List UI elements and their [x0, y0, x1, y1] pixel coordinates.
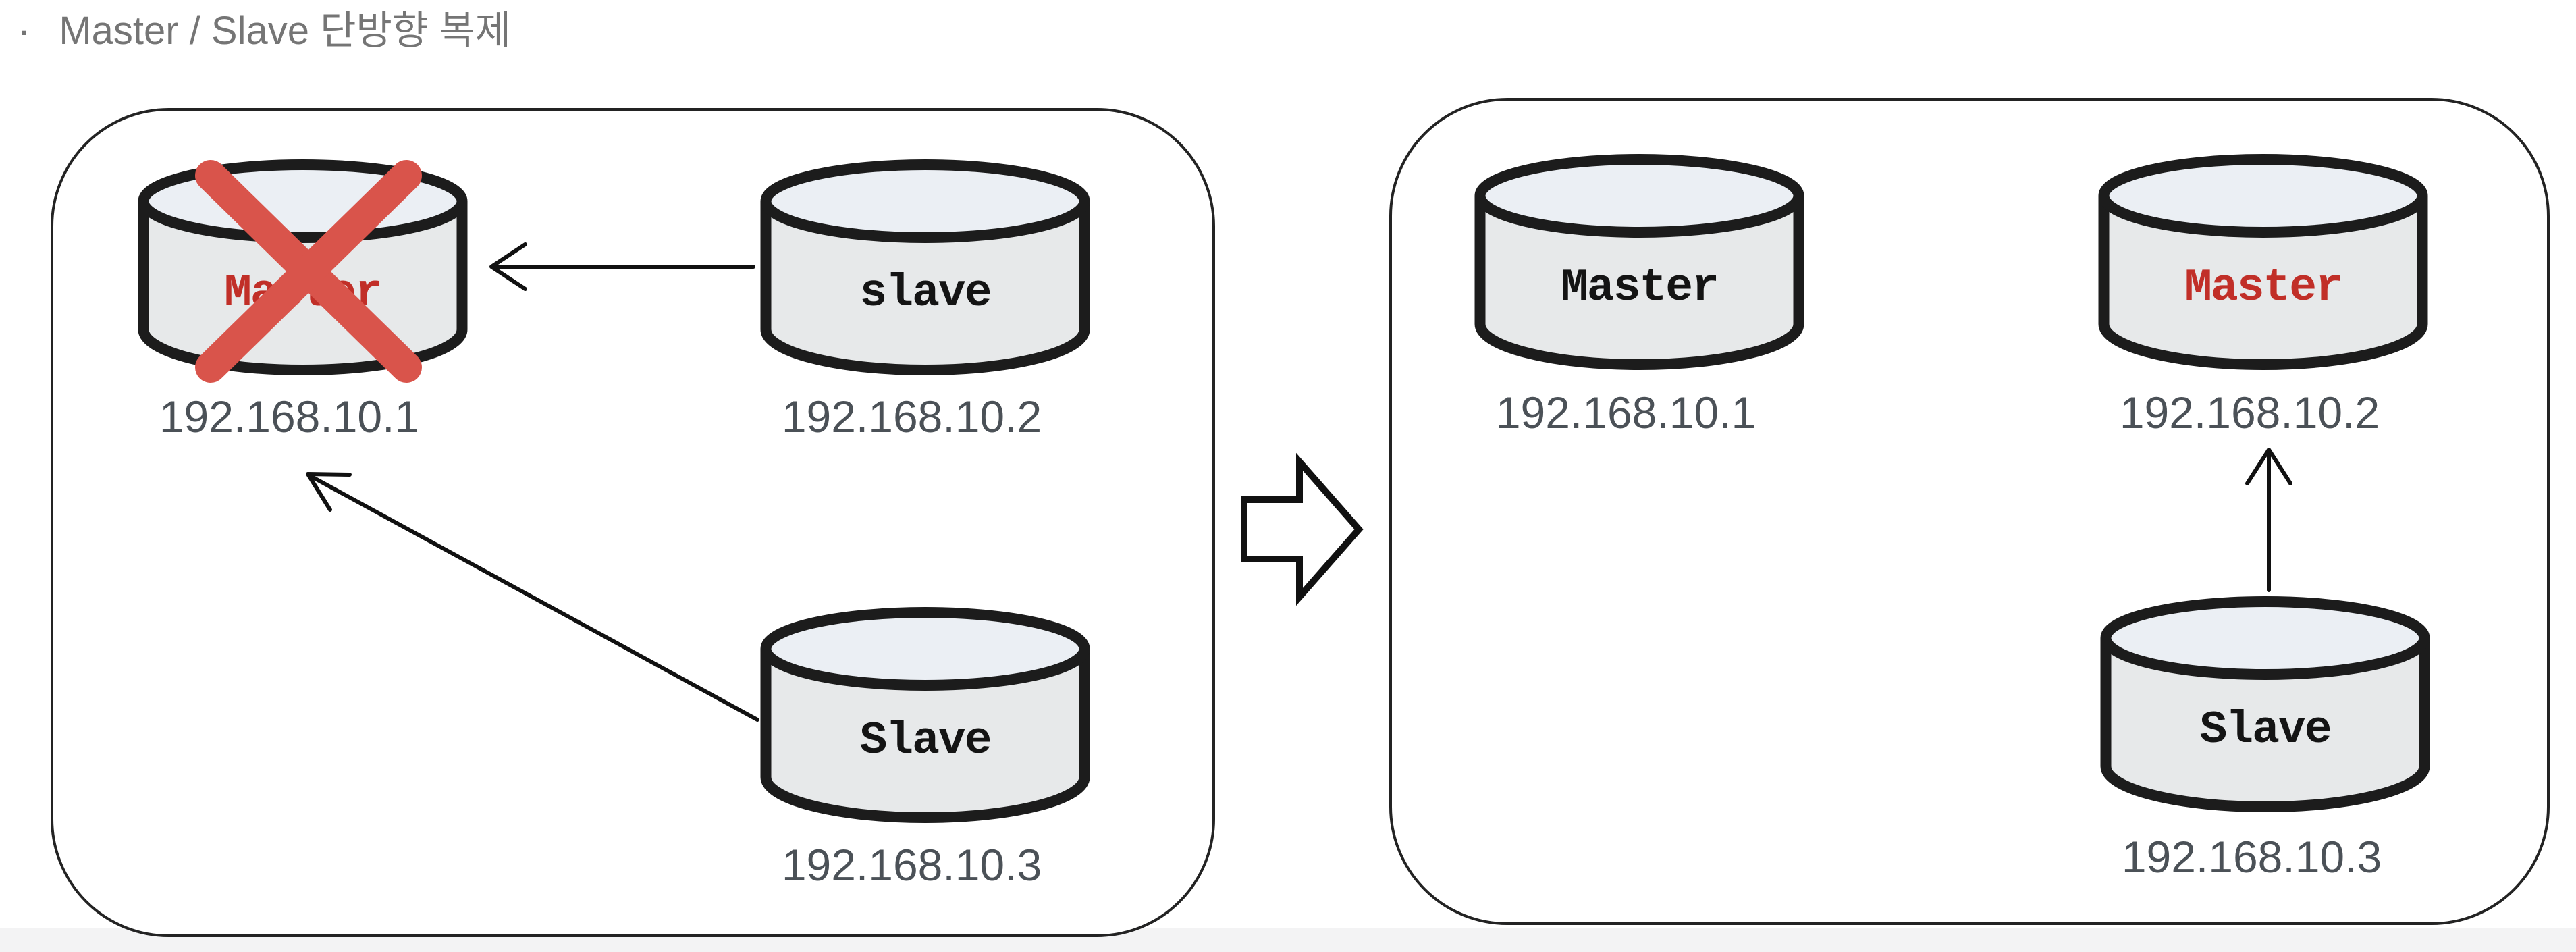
ip-address-label: 192.168.10.3: [2121, 832, 2382, 882]
database-cylinder-icon: [760, 607, 1090, 823]
cross-out-icon: [195, 160, 422, 383]
title-text: Master / Slave 단방향 복제: [59, 9, 512, 53]
db-label: Slave: [2199, 704, 2332, 756]
database-cylinder-icon: [2100, 596, 2430, 812]
failover-transition-arrow-icon: [1241, 452, 1364, 606]
db-node-slave1: slave: [755, 155, 1096, 381]
title-bullet: ·: [18, 9, 31, 53]
db-label: Master: [2184, 262, 2343, 314]
page-title: · Master / Slave 단방향 복제: [18, 7, 511, 55]
ip-address-label: 192.168.10.1: [1495, 388, 1756, 438]
ip-address-label: 192.168.10.3: [781, 840, 1042, 890]
db-node-after-slave: Slave: [2095, 592, 2436, 818]
database-cylinder-icon: [2098, 154, 2428, 370]
db-node-old-master: Master: [1469, 150, 1810, 376]
database-cylinder-icon: [760, 159, 1090, 375]
db-node-new-master: Master: [2093, 150, 2434, 376]
ip-address-label: 192.168.10.1: [159, 392, 420, 442]
ip-address-label: 192.168.10.2: [781, 392, 1042, 442]
db-label: slave: [859, 267, 992, 319]
db-node-failed-master: Master: [132, 155, 473, 383]
db-node-slave2: Slave: [755, 603, 1096, 829]
ip-address-label: 192.168.10.2: [2119, 388, 2380, 438]
db-label: Slave: [859, 715, 992, 767]
database-cylinder-icon: [1474, 154, 1804, 370]
db-label: Master: [1561, 262, 1719, 314]
